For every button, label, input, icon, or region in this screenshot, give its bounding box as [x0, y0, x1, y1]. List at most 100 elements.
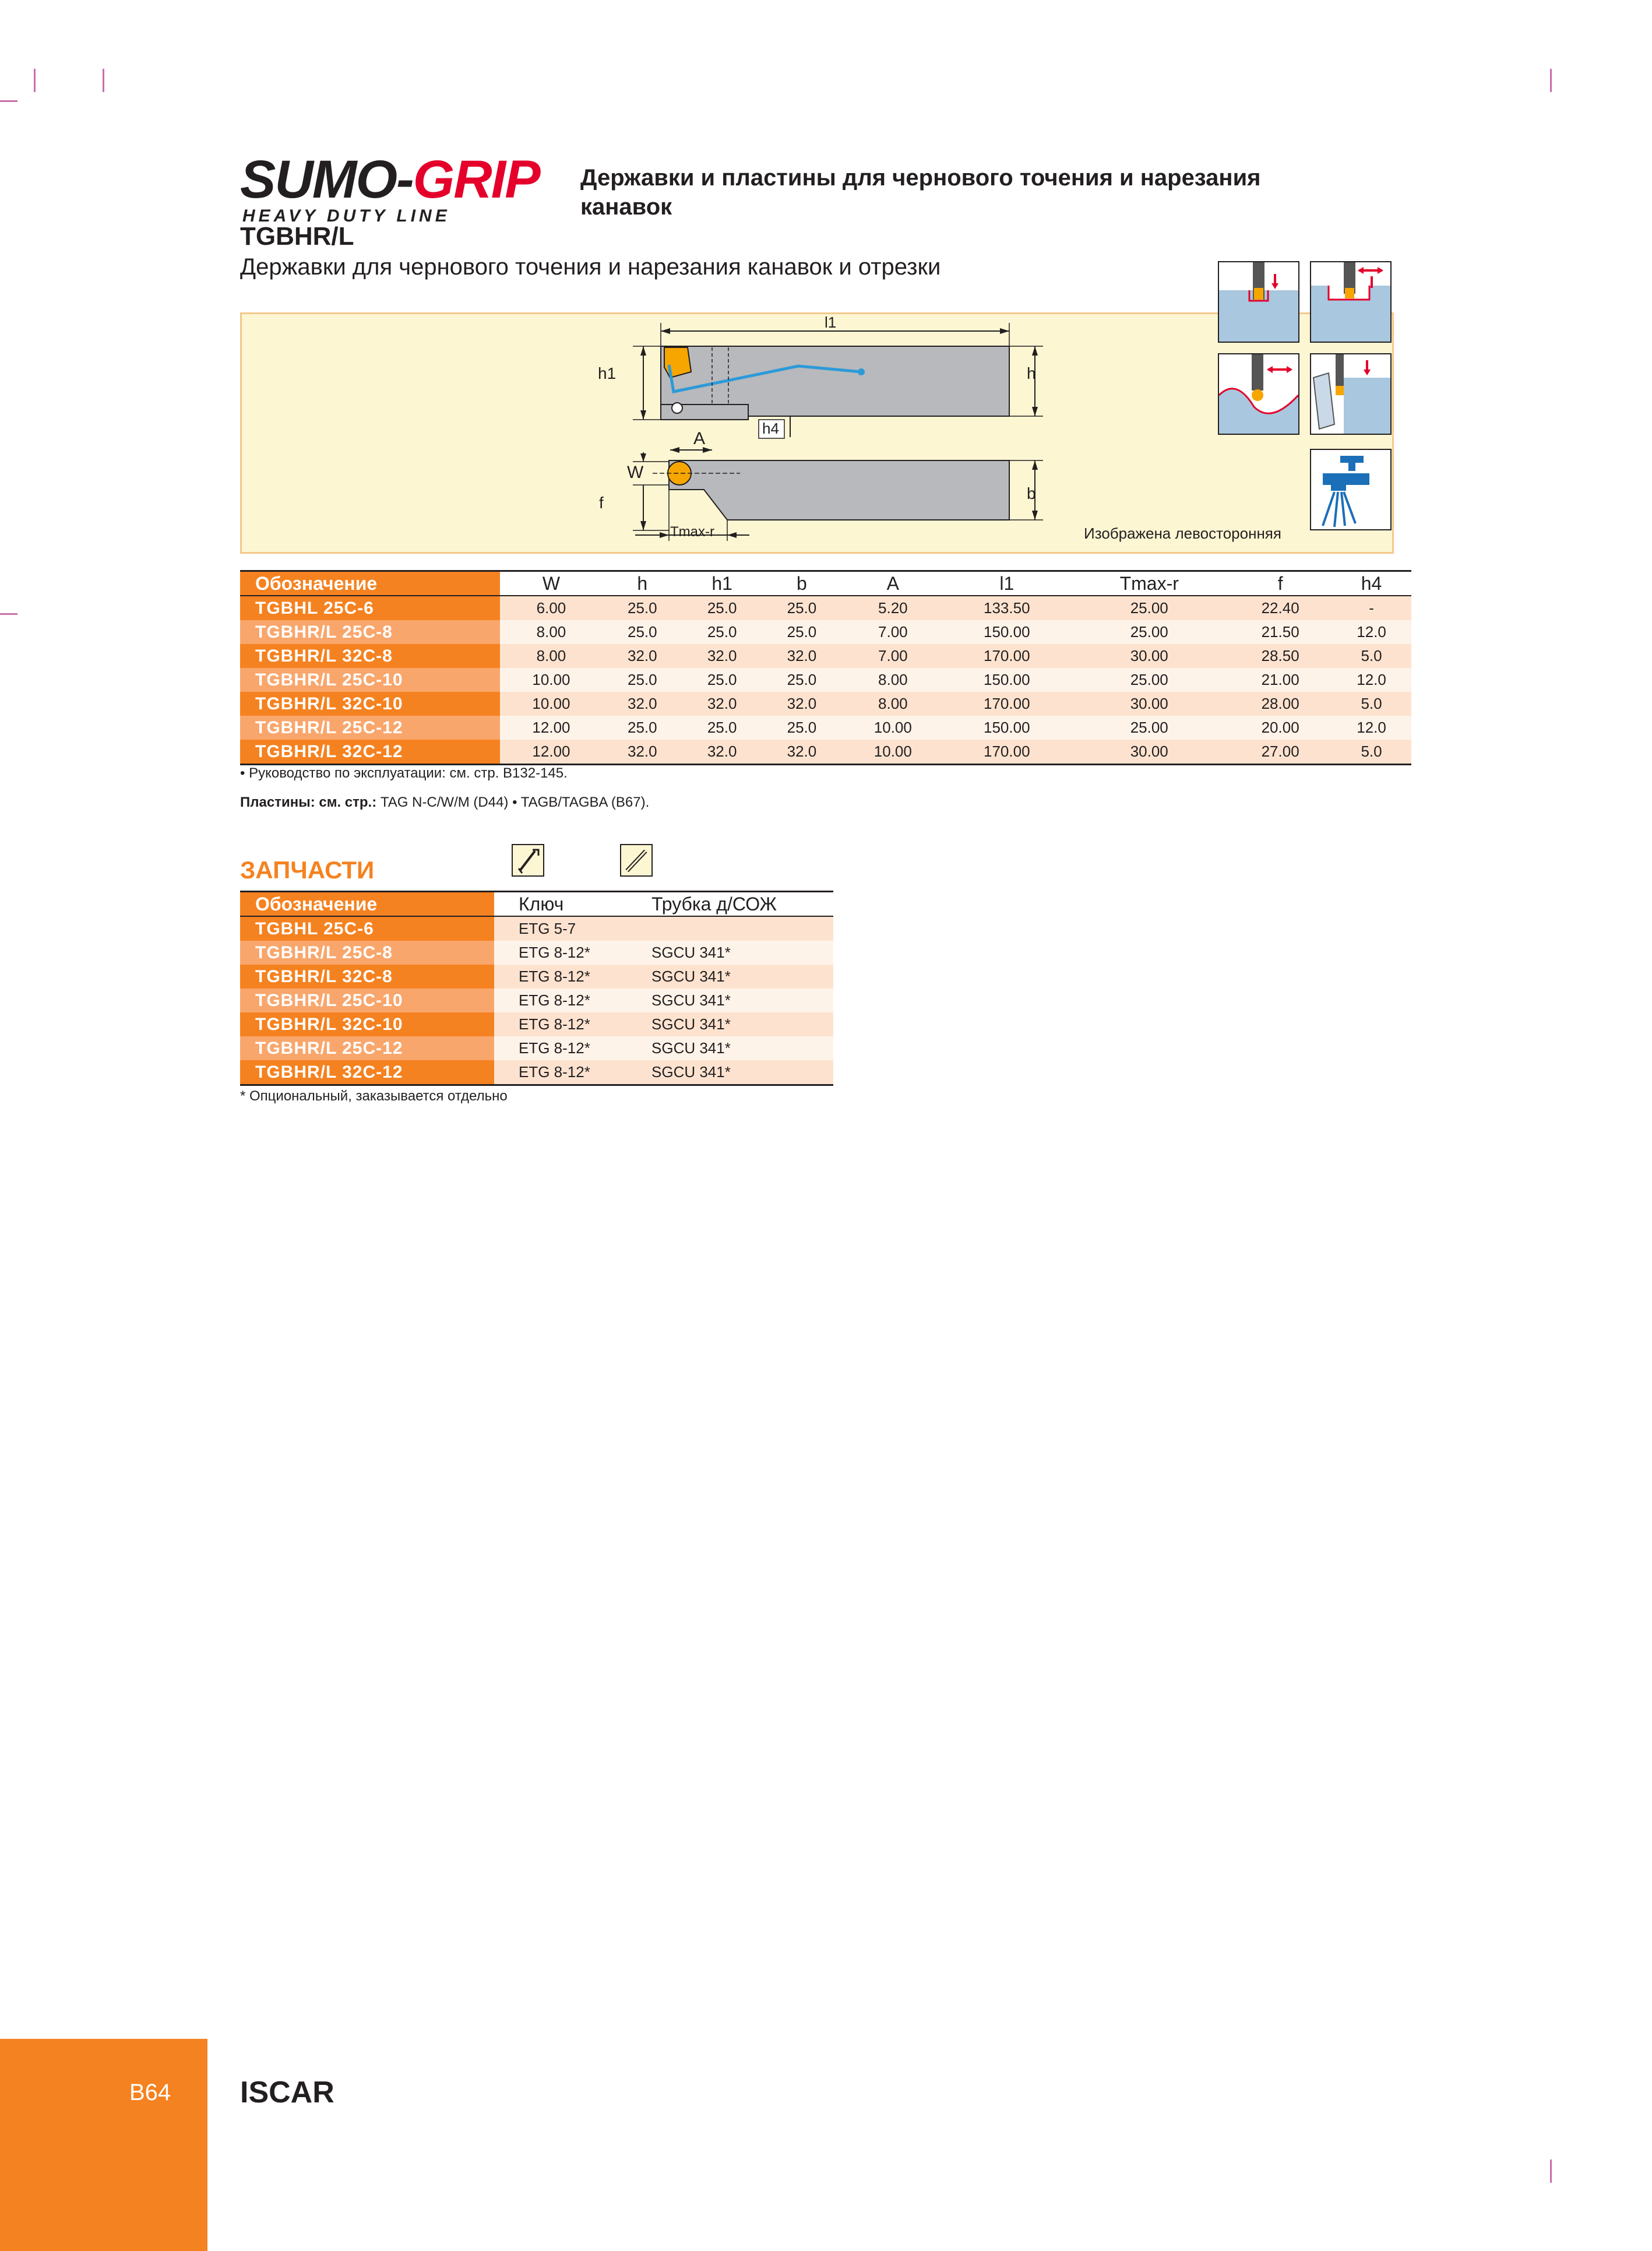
- row-designation: TGBHR/L 32C-12: [240, 740, 500, 765]
- cell-A: 10.00: [841, 740, 945, 765]
- col-key: Ключ: [494, 891, 627, 917]
- cell-h4: 5.0: [1332, 644, 1411, 668]
- col-W: W: [500, 570, 603, 596]
- parting-icon: [1310, 353, 1392, 435]
- table-row: TGBHR/L 32C-12 12.00 32.0 32.0 32.0 10.0…: [240, 740, 1411, 765]
- cell-l1: 170.00: [944, 644, 1070, 668]
- cell-l1: 150.00: [944, 620, 1070, 644]
- cell-coolant-tube: SGCU 341*: [627, 989, 833, 1012]
- cell-tmax: 25.00: [1069, 668, 1230, 692]
- cell-h4: 5.0: [1332, 692, 1411, 716]
- row-designation: TGBHR/L 32C-8: [240, 965, 494, 989]
- dim-A: A: [693, 429, 705, 448]
- dim-tmax: Tmax-r: [670, 524, 714, 540]
- cell-h: 25.0: [602, 668, 682, 692]
- cell-W: 12.00: [500, 716, 603, 740]
- cell-A: 7.00: [841, 620, 945, 644]
- row-designation: TGBHR/L 25C-10: [240, 989, 494, 1012]
- sumo-grip-logo: SUMO-GRIP HEAVY DUTY LINE: [240, 150, 555, 226]
- iscar-brand: ISCAR: [240, 2076, 334, 2109]
- cell-coolant-tube: SGCU 341*: [627, 1036, 833, 1060]
- cell-h4: -: [1332, 596, 1411, 620]
- cell-tmax: 25.00: [1069, 716, 1230, 740]
- cell-h: 25.0: [602, 620, 682, 644]
- section-title: Державки и пластины для чернового точени…: [580, 165, 1261, 220]
- cell-W: 12.00: [500, 740, 603, 765]
- profiling-icon: [1218, 353, 1299, 435]
- crop-mark: [103, 69, 104, 92]
- row-designation: TGBHL 25C-6: [240, 916, 494, 941]
- col-f: f: [1229, 570, 1332, 596]
- col-h: h: [602, 570, 682, 596]
- table-row: TGBHR/L 25C-8 8.00 25.0 25.0 25.0 7.00 1…: [240, 620, 1411, 644]
- cell-f: 22.40: [1229, 596, 1332, 620]
- dim-h1: h1: [598, 364, 616, 382]
- product-code: TGBHR/L: [240, 222, 354, 251]
- cell-b: 25.0: [762, 668, 842, 692]
- logo-word-sumo: SUMO-: [240, 150, 414, 209]
- dim-f: f: [599, 494, 604, 512]
- row-designation: TGBHR/L 32C-10: [240, 1012, 494, 1036]
- table-row: TGBHR/L 32C-8 ETG 8-12* SGCU 341*: [240, 965, 833, 989]
- row-designation: TGBHR/L 25C-10: [240, 668, 500, 692]
- cell-tmax: 30.00: [1069, 644, 1230, 668]
- crop-mark: [34, 69, 36, 92]
- table-row: TGBHR/L 25C-12 ETG 8-12* SGCU 341*: [240, 1036, 833, 1060]
- cell-W: 8.00: [500, 644, 603, 668]
- cell-coolant-tube: SGCU 341*: [627, 1012, 833, 1036]
- inserts-note: Пластины: см. стр.: TAG N-C/W/M (D44) • …: [240, 794, 649, 811]
- spec-table-header: Обозначение W h h1 b A l1 Tmax-r f h4: [240, 570, 1411, 596]
- cell-coolant-tube: SGCU 341*: [627, 965, 833, 989]
- table-row: TGBHR/L 32C-12 ETG 8-12* SGCU 341*: [240, 1060, 833, 1086]
- page-tab: [0, 2039, 207, 2251]
- cell-f: 20.00: [1229, 716, 1332, 740]
- cell-h1: 25.0: [682, 596, 762, 620]
- col-b: b: [762, 570, 842, 596]
- col-coolant-tube: Трубка д/СОЖ: [627, 891, 833, 917]
- cell-key: ETG 8-12*: [494, 941, 627, 965]
- cell-coolant-tube: SGCU 341*: [627, 941, 833, 965]
- table-row: TGBHR/L 32C-10 10.00 32.0 32.0 32.0 8.00…: [240, 692, 1411, 716]
- cell-A: 10.00: [841, 716, 945, 740]
- spare-parts-table: Обозначение Ключ Трубка д/СОЖ TGBHL 25C-…: [240, 891, 833, 1086]
- table-row: TGBHR/L 25C-8 ETG 8-12* SGCU 341*: [240, 941, 833, 965]
- cell-h1: 32.0: [682, 644, 762, 668]
- row-designation: TGBHR/L 25C-12: [240, 716, 500, 740]
- cell-A: 8.00: [841, 692, 945, 716]
- row-designation: TGBHL 25C-6: [240, 596, 500, 620]
- dim-W: W: [627, 463, 644, 482]
- product-description: Державки для чернового точения и нарезан…: [240, 254, 941, 280]
- cell-key: ETG 8-12*: [494, 1012, 627, 1036]
- col-A: A: [841, 570, 945, 596]
- inserts-note-label: Пластины: см. стр.:: [240, 794, 377, 810]
- col-tmax: Tmax-r: [1069, 570, 1230, 596]
- cell-h1: 32.0: [682, 740, 762, 765]
- table-row: TGBHR/L 25C-12 12.00 25.0 25.0 25.0 10.0…: [240, 716, 1411, 740]
- cell-key: ETG 8-12*: [494, 989, 627, 1012]
- cell-l1: 170.00: [944, 692, 1070, 716]
- cell-A: 8.00: [841, 668, 945, 692]
- cell-h4: 12.0: [1332, 716, 1411, 740]
- row-designation: TGBHR/L 32C-8: [240, 644, 500, 668]
- cell-b: 32.0: [762, 644, 842, 668]
- page-number: B64: [129, 2080, 171, 2105]
- cell-h: 32.0: [602, 692, 682, 716]
- logo-subline: HEAVY DUTY LINE: [242, 206, 450, 226]
- insert-top: [664, 347, 692, 379]
- cell-l1: 150.00: [944, 668, 1070, 692]
- cell-l1: 170.00: [944, 740, 1070, 765]
- cell-f: 28.50: [1229, 644, 1332, 668]
- col-h4: h4: [1332, 570, 1411, 596]
- table-row: TGBHL 25C-6 ETG 5-7: [240, 916, 833, 941]
- holder-body-side: [668, 460, 1010, 520]
- cell-tmax: 30.00: [1069, 692, 1230, 716]
- key-icon: [512, 844, 544, 877]
- table-row: TGBHR/L 32C-10 ETG 8-12* SGCU 341*: [240, 1012, 833, 1036]
- table-row: TGBHR/L 25C-10 ETG 8-12* SGCU 341*: [240, 989, 833, 1012]
- cell-W: 8.00: [500, 620, 603, 644]
- spare-parts-title: ЗАПЧАСТИ: [240, 856, 375, 884]
- coolant-tube-icon: [620, 844, 653, 877]
- shown-left-hand-note: Изображена левосторонняя: [1084, 525, 1281, 542]
- row-designation: TGBHR/L 32C-12: [240, 1060, 494, 1086]
- parts-table-header: Обозначение Ключ Трубка д/СОЖ: [240, 891, 833, 917]
